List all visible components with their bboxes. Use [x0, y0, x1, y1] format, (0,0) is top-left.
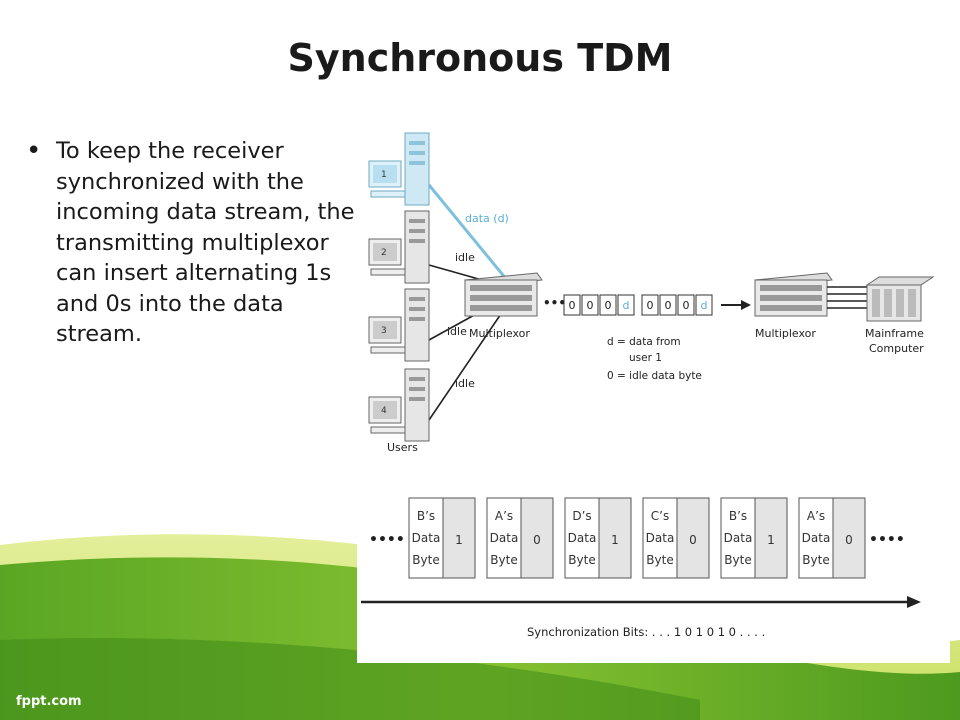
label-data-d: data (d) — [465, 212, 509, 225]
label-idle-3: idle — [447, 325, 467, 338]
stream-cell-value: 0 — [647, 299, 654, 312]
stream-cell-value: d — [623, 299, 630, 312]
stream-cell — [677, 294, 695, 316]
right-ellipsis: •••• — [869, 532, 905, 548]
stream-cell-value: 0 — [683, 299, 690, 312]
stream-cell-value: 0 — [587, 299, 594, 312]
left-multiplexor-icon — [464, 272, 543, 317]
left-ellipsis: •••• — [369, 532, 405, 548]
sync-bit-value: 1 — [611, 533, 619, 547]
data-byte-label: Byte — [412, 553, 439, 567]
data-byte-label: Byte — [646, 553, 673, 567]
stream-cell — [581, 294, 599, 316]
data-byte-label: Byte — [490, 553, 517, 567]
sync-bit-box — [832, 497, 866, 579]
sync-bit-box — [520, 497, 554, 579]
stream-cell-value: 0 — [665, 299, 672, 312]
data-byte-label: Data — [490, 531, 519, 545]
data-byte-box — [720, 497, 756, 579]
user-1-computer-icon: 1 — [368, 132, 430, 206]
legend-line1: d = data from — [607, 336, 681, 348]
stream-cell-value: 0 — [569, 299, 576, 312]
user-3-computer-icon: 3 — [368, 288, 430, 362]
mainframe-label-1: Mainframe — [865, 327, 924, 340]
data-byte-label: Byte — [802, 553, 829, 567]
data-byte-label: B’s — [417, 509, 435, 523]
legend-line2: user 1 — [629, 352, 662, 364]
user-1-number: 1 — [381, 170, 387, 180]
sync-bit-box — [598, 497, 632, 579]
right-multiplexor-label: Multiplexor — [755, 327, 816, 340]
data-byte-label: Data — [412, 531, 441, 545]
data-byte-label: Byte — [568, 553, 595, 567]
stream-cell — [695, 294, 713, 316]
sync-bit-value: 0 — [533, 533, 541, 547]
stream-cell — [599, 294, 617, 316]
data-byte-label: Data — [724, 531, 753, 545]
user-4-computer-icon: 4 — [368, 368, 430, 442]
sync-bit-box — [754, 497, 788, 579]
user-3-number: 3 — [381, 326, 387, 336]
stream-cell — [563, 294, 581, 316]
stream-arrow-icon — [741, 300, 751, 310]
data-byte-box — [564, 497, 600, 579]
sync-bit-value: 0 — [689, 533, 697, 547]
sync-bit-value: 0 — [845, 533, 853, 547]
data-byte-box — [798, 497, 834, 579]
user-2-number: 2 — [381, 248, 387, 258]
user4-line — [428, 304, 508, 421]
bullet-dot-icon: • — [26, 136, 42, 166]
stream-cell — [641, 294, 659, 316]
data-byte-label: D’s — [572, 509, 591, 523]
user-4-number: 4 — [381, 406, 387, 416]
user1-line — [427, 184, 509, 281]
data-byte-label: Data — [646, 531, 675, 545]
data-byte-label: C’s — [651, 509, 669, 523]
data-byte-label: B’s — [729, 509, 747, 523]
sync-bit-box — [676, 497, 710, 579]
data-byte-box — [486, 497, 522, 579]
data-byte-label: A’s — [495, 509, 513, 523]
sync-bit-box — [442, 497, 476, 579]
data-byte-label: Data — [802, 531, 831, 545]
mainframe-icon — [865, 276, 935, 322]
sync-bit-value: 1 — [767, 533, 775, 547]
label-idle-2: idle — [455, 251, 475, 264]
left-multiplexor-label: Multiplexor — [469, 327, 530, 340]
tdm-network-diagram: data (d) idle idle idle 1 — [368, 132, 935, 454]
stream-cell-value: 0 — [605, 299, 612, 312]
footer-brand: fppt.com — [16, 694, 82, 709]
label-idle-4: idle — [455, 377, 475, 390]
data-byte-label: Byte — [724, 553, 751, 567]
bullet-text: To keep the receiver synchronized with t… — [56, 138, 355, 347]
stream-cell — [617, 294, 635, 316]
tdm-network-figure: data (d) idle idle idle 1 — [357, 115, 950, 470]
legend-line3: 0 = idle data byte — [607, 370, 702, 382]
stream-cell-value: d — [701, 299, 708, 312]
stream-ellipsis: ••• — [543, 296, 566, 310]
mainframe-label-2: Computer — [869, 342, 924, 355]
sync-bit-value: 1 — [455, 533, 463, 547]
data-byte-label: Data — [568, 531, 597, 545]
stream-cell — [659, 294, 677, 316]
sync-bits-label: Synchronization Bits: . . . 1 0 1 0 1 0 … — [527, 625, 765, 639]
data-byte-label: A’s — [807, 509, 825, 523]
user-2-computer-icon: 2 — [368, 210, 430, 284]
slide-title: Synchronous TDM — [287, 36, 673, 80]
users-label: Users — [387, 441, 418, 454]
right-multiplexor-icon — [754, 272, 833, 317]
time-arrow-icon — [907, 596, 921, 608]
